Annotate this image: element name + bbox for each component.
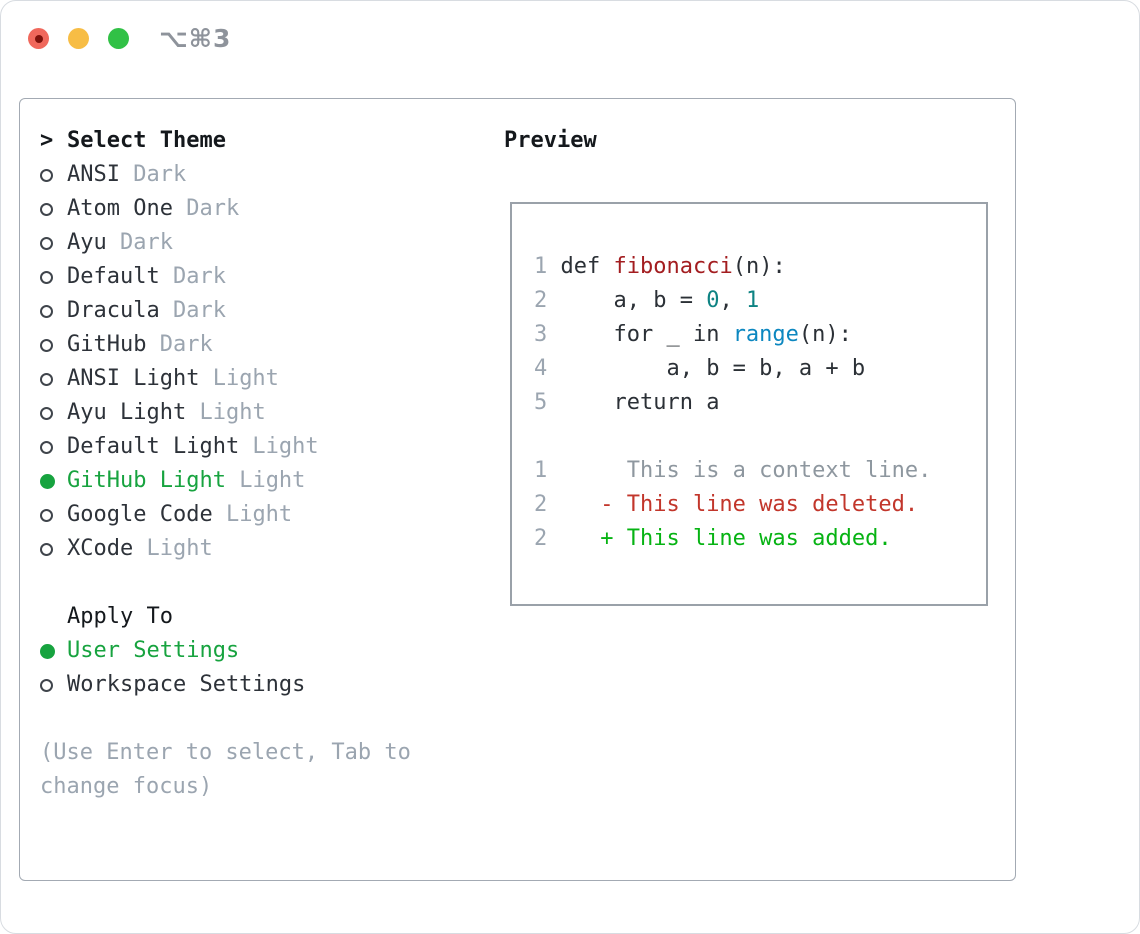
select-theme-header: Select Theme (67, 128, 226, 153)
option-label: User Settings (67, 638, 240, 663)
option-label: XCode (67, 536, 134, 561)
theme-option[interactable]: Atom One Dark (40, 192, 411, 226)
radio-unselected-icon[interactable] (40, 406, 53, 420)
radio-unselected-icon[interactable] (40, 202, 53, 216)
zoom-button-icon[interactable] (108, 28, 129, 49)
option-label: Google Code (67, 502, 213, 527)
radio-selected-icon[interactable] (40, 473, 55, 489)
code-preview-box: 1 def fibonacci(n): 2 a, b = 0, 1 3 for _ … (510, 202, 988, 606)
line-number: 3 (534, 322, 548, 347)
traffic-lights (28, 28, 129, 49)
option-variant-label: Light (133, 536, 213, 561)
option-label: Dracula (67, 298, 160, 323)
option-label: ANSI Light (67, 366, 200, 391)
theme-option[interactable]: Default Light Light (40, 430, 411, 464)
option-variant-label: Dark (119, 162, 187, 187)
option-label: Workspace Settings (67, 672, 306, 697)
window-title: ⌥⌘3 (159, 24, 232, 53)
line-number: 1 (534, 458, 548, 483)
code-line: 2 + This line was added. (534, 526, 892, 551)
option-variant-label: Light (199, 366, 279, 391)
option-label: GitHub Light (67, 468, 226, 493)
theme-option[interactable]: Default Dark (40, 260, 411, 294)
radio-unselected-icon[interactable] (40, 440, 53, 454)
radio-unselected-icon[interactable] (40, 236, 53, 250)
radio-selected-icon[interactable] (40, 643, 55, 659)
radio-unselected-icon[interactable] (40, 542, 53, 556)
code-lines: 1 def fibonacci(n): 2 a, b = 0, 1 3 for _ … (534, 250, 986, 556)
theme-option[interactable]: GitHub Light Light (40, 464, 411, 498)
option-variant-label: Dark (172, 196, 240, 221)
option-variant-label: Light (186, 400, 266, 425)
radio-unselected-icon[interactable] (40, 304, 53, 318)
code-line: 2 - This line was deleted. (534, 492, 919, 517)
radio-unselected-icon[interactable] (40, 678, 53, 692)
option-label: Ayu Light (67, 400, 187, 425)
line-number: 2 (534, 526, 548, 551)
option-label: Default Light (67, 434, 240, 459)
theme-option[interactable]: XCode Light (40, 532, 411, 566)
option-variant-label: Dark (106, 230, 173, 255)
radio-unselected-icon[interactable] (40, 168, 53, 182)
option-variant-label: Light (239, 434, 319, 459)
theme-option[interactable]: GitHub Dark (40, 328, 411, 362)
cursor-icon: > (40, 128, 54, 153)
title-bar: ⌥⌘3 (1, 1, 1139, 76)
line-number: 2 (534, 288, 548, 313)
option-label: GitHub (67, 332, 147, 357)
option-label: Default (67, 264, 160, 289)
code-line: 3 for _ in range(n): (534, 322, 852, 347)
code-line: 1 def fibonacci(n): (534, 254, 786, 279)
line-number: 2 (534, 492, 548, 517)
line-number: 1 (534, 254, 548, 279)
apply-to-header-row: Apply To (40, 600, 411, 634)
option-label: Ayu (67, 230, 107, 255)
theme-option[interactable]: Ayu Dark (40, 226, 411, 260)
apply-to-header: Apply To (67, 604, 173, 629)
theme-option[interactable]: Ayu Light Light (40, 396, 411, 430)
theme-option[interactable]: Google Code Light (40, 498, 411, 532)
radio-unselected-icon[interactable] (40, 270, 53, 284)
preview-header: Preview (504, 128, 597, 153)
code-line: 1 This is a context line. (534, 458, 932, 483)
option-label: Atom One (67, 196, 173, 221)
code-line: 4 a, b = b, a + b (534, 356, 866, 381)
option-variant-label: Light (225, 468, 306, 493)
code-line (534, 420, 986, 454)
apply-to-option[interactable]: User Settings (40, 634, 411, 668)
line-number: 4 (534, 356, 548, 381)
minimize-button-icon[interactable] (68, 28, 89, 49)
option-variant-label: Light (212, 502, 293, 527)
line-number: 5 (534, 390, 548, 415)
theme-option[interactable]: ANSI Dark (40, 158, 411, 192)
option-variant-label: Dark (159, 298, 226, 323)
radio-unselected-icon[interactable] (40, 338, 53, 352)
option-variant-label: Dark (146, 332, 213, 357)
apply-to-option[interactable]: Workspace Settings (40, 668, 411, 702)
close-button-icon[interactable] (28, 28, 49, 49)
option-variant-label: Dark (159, 264, 226, 289)
option-label: ANSI (67, 162, 120, 187)
radio-unselected-icon[interactable] (40, 508, 53, 522)
code-line: 2 a, b = 0, 1 (534, 288, 760, 313)
theme-option[interactable]: ANSI Light Light (40, 362, 411, 396)
select-theme-header-row: > Select Theme (40, 124, 411, 158)
radio-unselected-icon[interactable] (40, 372, 53, 386)
theme-option[interactable]: Dracula Dark (40, 294, 411, 328)
code-line: 5 return a (534, 390, 720, 415)
